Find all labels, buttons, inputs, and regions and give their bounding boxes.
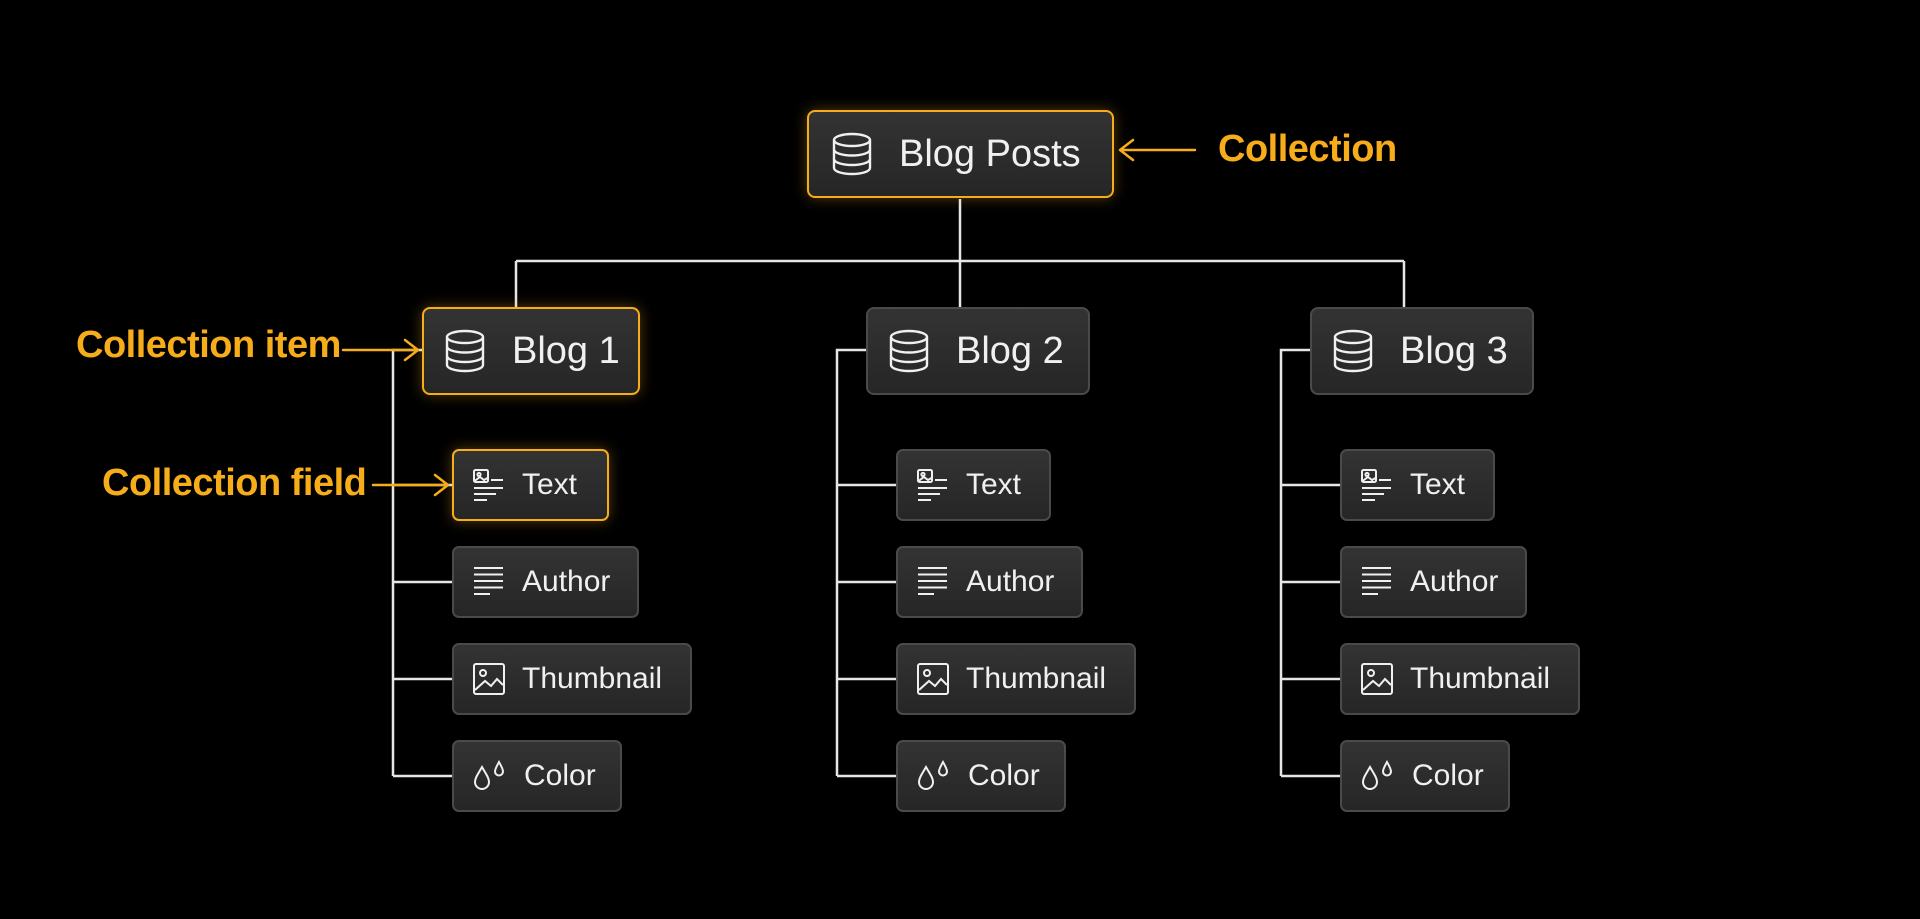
node-label: Blog 2	[956, 329, 1064, 372]
collection-node-blog-posts[interactable]: Blog Posts	[807, 110, 1114, 198]
connector-root-bus	[514, 199, 1406, 307]
text-image-icon	[1360, 468, 1394, 502]
connector-item-3	[1279, 348, 1340, 778]
droplets-icon	[916, 759, 952, 793]
annotation-collection: Collection	[1218, 128, 1397, 170]
database-icon	[888, 329, 930, 373]
database-icon	[831, 132, 873, 176]
node-label: Blog 3	[1400, 329, 1508, 372]
field-label: Thumbnail	[1410, 662, 1551, 695]
droplets-icon	[472, 759, 508, 793]
field-label: Thumbnail	[966, 662, 1107, 695]
field-author[interactable]: Author	[452, 546, 639, 618]
lines-icon	[916, 565, 950, 599]
field-label: Color	[524, 759, 596, 792]
field-author[interactable]: Author	[1340, 546, 1527, 618]
field-label: Author	[1410, 565, 1499, 598]
field-label: Text	[522, 468, 578, 501]
collection-field-arrow	[371, 473, 450, 497]
image-icon	[1360, 662, 1394, 696]
collection-item-arrow	[341, 338, 420, 362]
field-label: Text	[1410, 468, 1466, 501]
image-icon	[472, 662, 506, 696]
field-label: Thumbnail	[522, 662, 663, 695]
collection-item-blog-3[interactable]: Blog 3	[1310, 307, 1534, 395]
field-text[interactable]: Text	[1340, 449, 1495, 521]
field-label: Color	[968, 759, 1040, 792]
field-label: Text	[966, 468, 1022, 501]
database-icon	[444, 329, 486, 373]
field-thumbnail[interactable]: Thumbnail	[896, 643, 1136, 715]
field-text[interactable]: Text	[452, 449, 609, 521]
text-image-icon	[916, 468, 950, 502]
lines-icon	[472, 565, 506, 599]
collection-arrow	[1118, 138, 1197, 162]
droplets-icon	[1360, 759, 1396, 793]
field-thumbnail[interactable]: Thumbnail	[452, 643, 692, 715]
text-image-icon	[472, 468, 506, 502]
field-text[interactable]: Text	[896, 449, 1051, 521]
field-author[interactable]: Author	[896, 546, 1083, 618]
database-icon	[1332, 329, 1374, 373]
field-color[interactable]: Color	[1340, 740, 1510, 812]
collection-item-blog-1[interactable]: Blog 1	[422, 307, 640, 395]
field-label: Author	[522, 565, 611, 598]
field-thumbnail[interactable]: Thumbnail	[1340, 643, 1580, 715]
connector-item-2	[835, 348, 896, 778]
field-label: Author	[966, 565, 1055, 598]
annotation-collection-item: Collection item	[76, 324, 341, 366]
lines-icon	[1360, 565, 1394, 599]
node-label: Blog Posts	[899, 132, 1081, 175]
field-color[interactable]: Color	[896, 740, 1066, 812]
annotation-collection-field: Collection field	[102, 462, 367, 504]
field-color[interactable]: Color	[452, 740, 622, 812]
field-label: Color	[1412, 759, 1484, 792]
collection-item-blog-2[interactable]: Blog 2	[866, 307, 1090, 395]
connector-item-1	[391, 348, 452, 778]
node-label: Blog 1	[512, 329, 620, 372]
image-icon	[916, 662, 950, 696]
